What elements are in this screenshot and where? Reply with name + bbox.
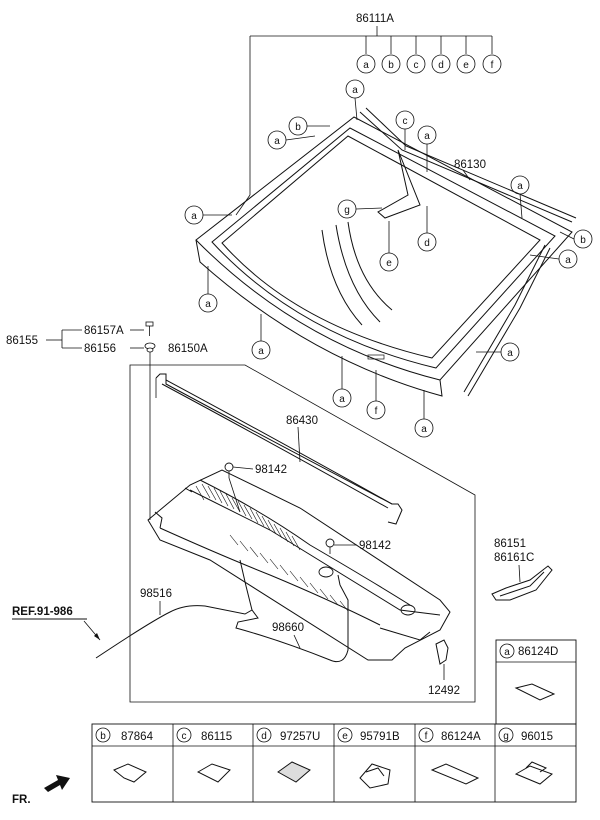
clip-2: 98142 <box>325 538 391 554</box>
svg-text:b: b <box>100 731 106 742</box>
svg-text:a: a <box>517 181 523 192</box>
callout-f: f <box>482 54 502 74</box>
svg-text:d: d <box>438 60 444 71</box>
cowl-seal-label: 86430 <box>286 415 318 427</box>
hose-label-1: 98516 <box>140 588 172 600</box>
legend-a-part: 86124D <box>518 646 558 658</box>
cowl-seal: 86430 <box>155 373 403 525</box>
nut-label: 86156 <box>84 343 116 355</box>
legend-f: f 86124A <box>418 727 481 785</box>
legend-g-part: 96015 <box>521 731 553 743</box>
svg-text:c: c <box>182 731 187 742</box>
bolt-icon <box>145 321 154 336</box>
legend-a: a 86124D <box>495 639 577 725</box>
grommet: 12492 <box>428 639 460 697</box>
callout-e: e <box>456 54 476 74</box>
svg-text:a: a <box>424 131 430 142</box>
clip-label-1: 98142 <box>255 464 287 476</box>
callout-c: c <box>406 54 426 74</box>
legend-d-part: 97257U <box>280 731 320 743</box>
svg-text:e: e <box>342 731 348 742</box>
svg-text:a: a <box>352 85 358 96</box>
legend-e: e 95791B <box>337 727 400 789</box>
front-indicator: FR. <box>12 775 70 806</box>
front-label: FR. <box>12 794 31 806</box>
svg-text:a: a <box>504 647 510 658</box>
washer-hoses: 98516 98660 <box>95 559 349 663</box>
parent-group-label: 86155 <box>6 335 38 347</box>
cover-label-2: 86161C <box>494 552 534 564</box>
legend-g: g 96015 <box>498 727 553 785</box>
callout-a: a <box>356 54 376 74</box>
legend-row: b 87864 c 86115 d 97257U e 95791B f 8612… <box>91 723 577 803</box>
svg-text:a: a <box>363 60 369 71</box>
svg-text:a: a <box>274 136 280 147</box>
windshield-molding: 86130 <box>359 107 577 397</box>
svg-text:b: b <box>295 122 301 133</box>
clip-label-2: 98142 <box>359 540 391 552</box>
svg-text:d: d <box>424 238 430 249</box>
svg-text:e: e <box>463 60 469 71</box>
legend-c-part: 86115 <box>201 731 232 743</box>
svg-text:a: a <box>205 299 211 310</box>
cowl-side-cover: 86151 86161C <box>491 538 553 601</box>
callout-d: d <box>431 54 451 74</box>
callout-b: b <box>381 54 401 74</box>
svg-text:a: a <box>507 348 513 359</box>
svg-text:f: f <box>375 406 378 417</box>
cowl-top-cover <box>147 469 451 661</box>
svg-text:c: c <box>414 60 419 71</box>
cowl-assembly-box <box>129 364 476 703</box>
nut-icon <box>144 342 156 353</box>
svg-text:a: a <box>258 346 264 357</box>
legend-d: d 97257U <box>256 727 320 783</box>
legend-c: c 86115 <box>176 727 232 783</box>
ref-label: REF.91-986 <box>12 606 73 618</box>
fastener-group: 86155 86157A 86156 <box>6 321 156 355</box>
legend-f-part: 86124A <box>441 731 481 743</box>
svg-text:c: c <box>403 116 408 127</box>
legend-e-part: 95791B <box>360 731 400 743</box>
windshield-glass <box>195 116 573 397</box>
assembly-label: 86111A <box>356 13 394 25</box>
svg-text:f: f <box>425 731 428 742</box>
grommet-label: 12492 <box>428 685 460 697</box>
svg-text:e: e <box>386 258 392 269</box>
assembly-callouts: a b c d e f <box>356 36 502 74</box>
reference-arrow: REF.91-986 <box>12 606 101 641</box>
bolt-label: 86157A <box>84 325 124 337</box>
svg-text:b: b <box>388 60 394 71</box>
svg-text:f: f <box>491 60 494 71</box>
cowl-assembly-label: 86150A <box>168 343 208 355</box>
svg-text:g: g <box>503 731 509 742</box>
svg-text:a: a <box>339 394 345 405</box>
front-arrow-icon <box>44 775 70 792</box>
legend-b-part: 87864 <box>121 731 154 743</box>
legend-b: b 87864 <box>95 727 154 783</box>
hose-label-2: 98660 <box>272 622 304 634</box>
svg-text:a: a <box>191 211 197 222</box>
svg-text:d: d <box>261 731 267 742</box>
svg-text:a: a <box>421 424 427 435</box>
windshield-callouts: a b a c a a b a a g d e a a a f a a <box>184 79 593 438</box>
clip-1: 98142 <box>224 462 287 513</box>
svg-text:a: a <box>565 255 571 266</box>
svg-text:b: b <box>580 235 586 246</box>
molding-label: 86130 <box>454 159 486 171</box>
cover-label-1: 86151 <box>494 538 526 550</box>
svg-text:g: g <box>344 205 350 216</box>
